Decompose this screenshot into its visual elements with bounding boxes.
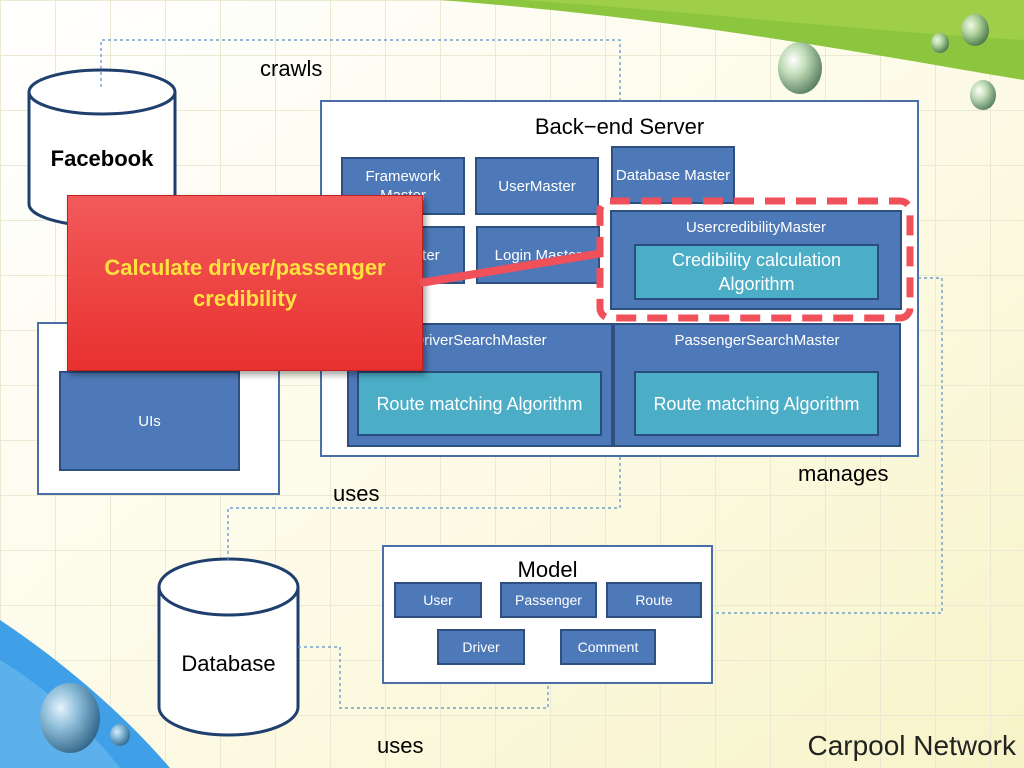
model-passenger-label: Passenger: [515, 591, 582, 608]
uses-top-label: uses: [333, 481, 380, 506]
database-cylinder: Database: [157, 557, 300, 737]
callout-text: Calculate driver/passenger credibility: [104, 255, 386, 311]
model-user-label: User: [423, 591, 453, 608]
user-master-box[interactable]: UserMaster: [475, 157, 599, 215]
login-master-label: Login Master: [494, 246, 582, 264]
driver-route-algorithm-label: Route matching Algorithm: [376, 393, 583, 414]
database-master-label: Database Master: [615, 166, 731, 184]
model-driver-box[interactable]: Driver: [437, 629, 525, 665]
driver-search-master-label: DriverSearchMaster: [413, 332, 547, 349]
backend-server-title: Back−end Server: [534, 114, 705, 139]
passenger-route-algorithm-box[interactable]: Route matching Algorithm: [634, 371, 879, 436]
model-driver-label: Driver: [462, 638, 500, 655]
model-passenger-box[interactable]: Passenger: [500, 582, 597, 618]
credibility-callout: Calculate driver/passenger credibility: [67, 195, 423, 371]
uis-label: UIs: [138, 412, 161, 430]
model-user-box[interactable]: User: [394, 582, 482, 618]
model-route-label: Route: [635, 591, 673, 608]
login-master-box[interactable]: Login Master: [476, 226, 600, 284]
crawls-label: crawls: [260, 56, 323, 81]
model-route-box[interactable]: Route: [606, 582, 702, 618]
passenger-search-master-label: PassengerSearchMaster: [674, 332, 840, 349]
model-title: Model: [517, 557, 578, 582]
database-label: Database: [181, 651, 276, 676]
credibility-algorithm-box[interactable]: Credibility calculation Algorithm: [634, 244, 879, 300]
uses-bottom-label: uses: [377, 733, 424, 758]
uis-box[interactable]: UIs: [59, 371, 240, 471]
manages-label: manages: [798, 461, 889, 486]
model-comment-label: Comment: [577, 638, 639, 655]
usercredibility-master-label: UsercredibilityMaster: [685, 219, 827, 236]
driver-route-algorithm-box[interactable]: Route matching Algorithm: [357, 371, 602, 436]
passenger-route-algorithm-label: Route matching Algorithm: [653, 393, 860, 414]
credibility-algorithm-label: Credibility calculation Algorithm: [671, 250, 842, 294]
database-master-box[interactable]: Database Master: [611, 146, 735, 204]
slide-footer-title: Carpool Network: [807, 730, 1016, 761]
facebook-label: Facebook: [50, 146, 154, 171]
user-master-label: UserMaster: [498, 177, 576, 195]
model-comment-box[interactable]: Comment: [560, 629, 656, 665]
